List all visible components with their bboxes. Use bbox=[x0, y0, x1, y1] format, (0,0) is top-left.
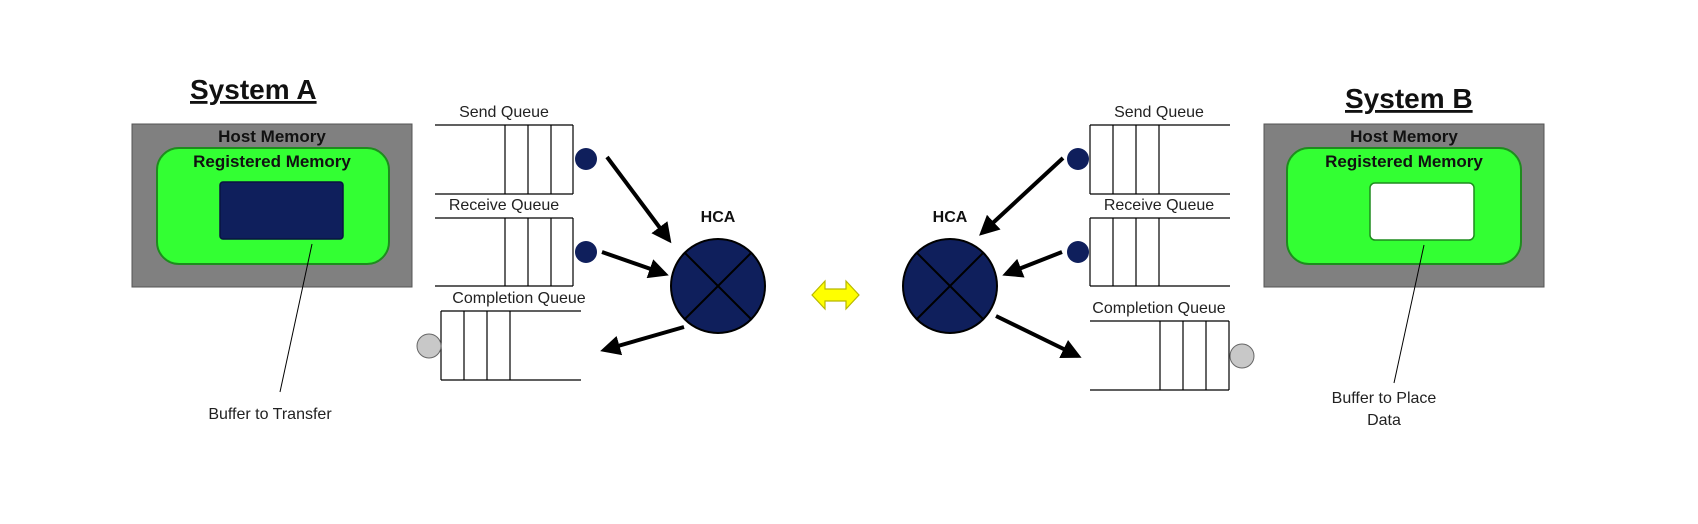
system-a-buffer bbox=[219, 181, 344, 240]
system-a-send-queue bbox=[435, 124, 574, 195]
system-b-send-queue-label: Send Queue bbox=[1114, 104, 1204, 121]
system-b-hca-to-completion-arrow bbox=[995, 314, 1082, 358]
system-b-buffer bbox=[1369, 182, 1475, 241]
system-a-host-memory-label: Host Memory bbox=[218, 127, 326, 146]
system-b-buffer-caption-line1: Buffer to Place bbox=[1332, 390, 1437, 407]
system-b-completion-queue-label: Completion Queue bbox=[1092, 300, 1226, 317]
system-b-host-memory-label: Host Memory bbox=[1350, 127, 1458, 146]
system-b-receive-queue bbox=[1089, 217, 1230, 287]
system-b-queues: Send Queue Receive Queue Completion Queu… bbox=[1067, 104, 1255, 391]
system-b-buffer-pointer bbox=[1393, 244, 1425, 384]
system-a-hca-to-completion-arrow bbox=[600, 325, 685, 356]
system-a-registered-memory-label: Registered Memory bbox=[193, 152, 351, 171]
bidirectional-link-arrow bbox=[811, 279, 860, 311]
system-a-completion-queue-port bbox=[416, 333, 442, 359]
system-a-hca-label: HCA bbox=[701, 209, 736, 226]
system-a-receive-queue-port bbox=[575, 241, 597, 263]
system-b-send-queue bbox=[1089, 124, 1230, 195]
system-b-send-queue-port bbox=[1067, 148, 1089, 170]
system-a-receive-queue-label: Receive Queue bbox=[449, 197, 559, 214]
system-a-completion-queue bbox=[440, 310, 581, 381]
system-a-buffer-caption: Buffer to Transfer bbox=[208, 406, 332, 423]
system-a-send-queue-port bbox=[575, 148, 597, 170]
system-b-receive-queue-label: Receive Queue bbox=[1104, 197, 1214, 214]
system-b-hca: HCA bbox=[902, 209, 998, 334]
system-a: System A Host Memory Registered Memory B… bbox=[131, 74, 413, 423]
system-a-send-queue-label: Send Queue bbox=[459, 104, 549, 121]
system-a-completion-queue-label: Completion Queue bbox=[452, 290, 586, 307]
system-b: System B Host Memory Registered Memory B… bbox=[1263, 83, 1545, 429]
system-a-receive-to-hca-arrow bbox=[601, 250, 669, 279]
system-a-receive-queue bbox=[435, 217, 574, 287]
system-b-registered-memory-label: Registered Memory bbox=[1325, 152, 1483, 171]
system-a-queues: Send Queue Receive Queue Completion Queu… bbox=[416, 104, 597, 381]
system-a-buffer-pointer bbox=[279, 243, 313, 393]
system-b-receive-queue-port bbox=[1067, 241, 1089, 263]
system-b-completion-queue bbox=[1090, 320, 1230, 391]
system-a-hca: HCA bbox=[670, 209, 766, 334]
system-b-hca-label: HCA bbox=[933, 209, 968, 226]
system-a-title: System A bbox=[190, 74, 317, 105]
system-b-buffer-caption-line2: Data bbox=[1367, 412, 1401, 429]
system-b-title: System B bbox=[1345, 83, 1473, 114]
system-a-send-to-hca-arrow bbox=[605, 155, 672, 244]
system-b-completion-queue-port bbox=[1229, 343, 1255, 369]
system-b-receive-to-hca-arrow bbox=[1002, 250, 1063, 278]
system-b-send-to-hca-arrow bbox=[979, 156, 1065, 236]
